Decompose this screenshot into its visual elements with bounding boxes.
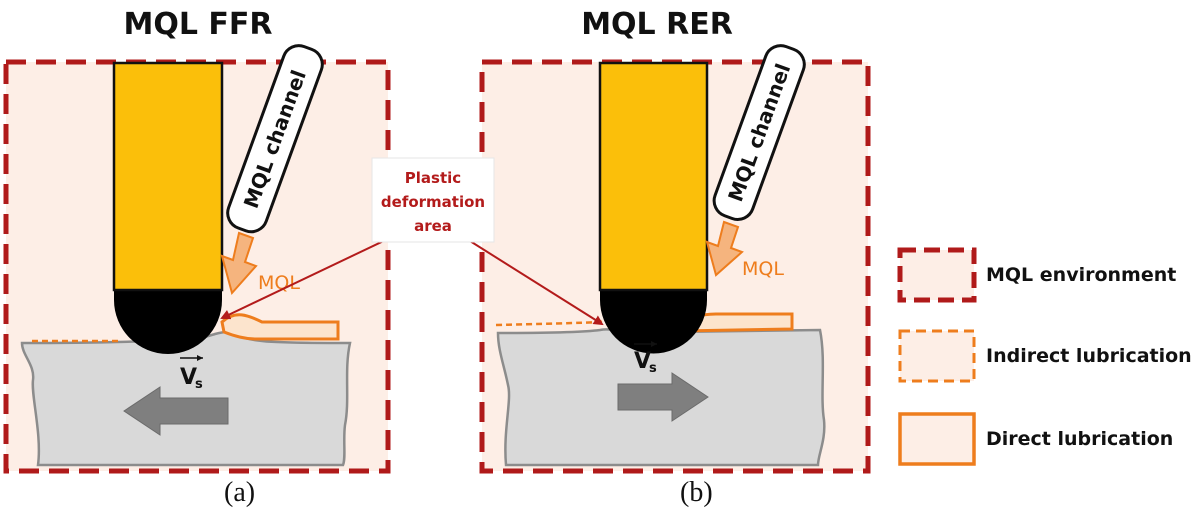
callout-line-2: deformation: [381, 193, 485, 211]
panel-b-velocity-subscript: s: [649, 361, 657, 376]
panel-b-tool-body: [598, 61, 709, 292]
panel-a-velocity-label: V: [180, 365, 197, 390]
panel-b: MQL RER MQL channel MQL V s (b): [479, 7, 871, 508]
legend-swatch-indirect-lubrication: [898, 329, 976, 383]
callout-arrow-to-panel-b: [461, 235, 604, 326]
panel-a: MQL FFR MQL channel MQL V s (a): [3, 7, 391, 508]
panel-a-mql-flow-arrow: [220, 231, 258, 296]
legend-label-direct-lubrication: Direct lubrication: [986, 428, 1173, 450]
callout-line-3: area: [414, 217, 452, 235]
legend-label-indirect-lubrication: Indirect lubrication: [986, 345, 1192, 367]
callout-arrow-to-panel-a: [220, 235, 395, 320]
panel-a-title: MQL FFR: [123, 7, 272, 42]
legend-swatch-mql-environment: [897, 247, 977, 303]
panel-b-velocity-label: V: [634, 349, 651, 374]
panel-b-mql-label: MQL: [742, 258, 784, 280]
panel-a-motion-arrow: [123, 386, 229, 436]
legend-label-mql-environment: MQL environment: [986, 264, 1176, 286]
legend-swatch-direct-lubrication: [898, 412, 976, 466]
panel-a-tool-body: [112, 61, 224, 292]
panel-b-caption: (b): [680, 477, 713, 508]
callout-line-1: Plastic: [405, 169, 461, 187]
panel-b-title: MQL RER: [581, 7, 733, 42]
plastic-deformation-callout: Plastic deformation area: [220, 157, 604, 326]
panel-a-mql-label: MQL: [258, 272, 300, 294]
callout-box: [371, 157, 495, 243]
panel-a-caption: (a): [224, 477, 255, 508]
panel-a-tool-tip: [114, 290, 222, 354]
panel-b-motion-arrow: [617, 372, 709, 422]
legend: MQL environment Indirect lubrication Dir…: [897, 247, 1192, 466]
panel-b-tool-tip: [600, 290, 707, 354]
panel-b-mql-flow-arrow: [705, 220, 744, 277]
panel-a-direct-lubrication: [220, 313, 340, 341]
panel-a-velocity-subscript: s: [195, 377, 203, 392]
panel-b-indirect-lubrication: [495, 318, 627, 334]
